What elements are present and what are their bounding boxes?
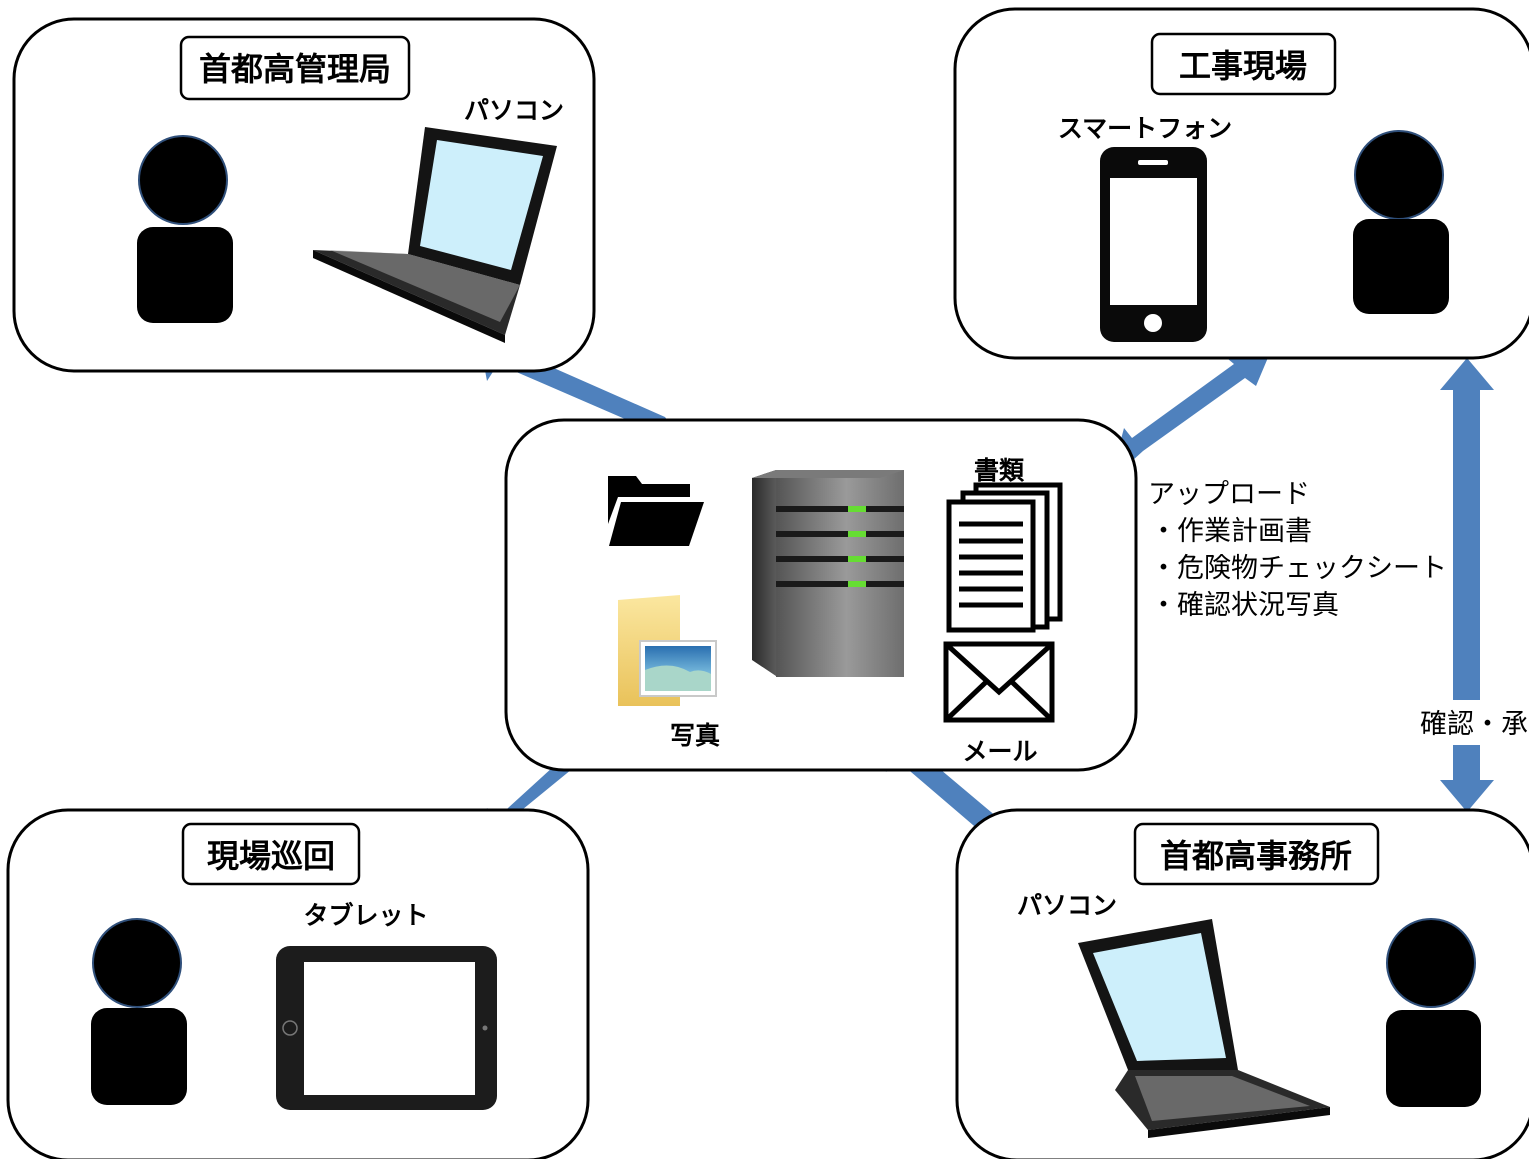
arrow-site-office-approval — [1440, 358, 1494, 812]
admin-title: 首都高管理局 — [199, 50, 391, 88]
arrow-site-server — [1110, 341, 1275, 481]
laptop-icon — [313, 127, 557, 343]
mail-label: メール — [962, 737, 1037, 766]
mail-icon — [943, 641, 1055, 723]
panel-server: 書類 写真 メール — [504, 418, 1138, 772]
panel-site-patrol: 現場巡回 タブレット — [6, 808, 590, 1159]
person-icon — [137, 135, 233, 323]
admin-title-box — [179, 35, 411, 101]
photo-label: 写真 — [670, 721, 720, 750]
office-device-label: パソコン — [1017, 891, 1117, 920]
upload-item: ・危険物チェックシート — [1150, 553, 1447, 584]
photo-folder-icon — [618, 595, 717, 706]
upload-item: ・確認状況写真 — [1150, 590, 1339, 621]
person-icon — [1386, 918, 1481, 1107]
approval-label: 確認・承 — [1420, 709, 1528, 740]
tablet-icon — [276, 946, 497, 1110]
upload-heading: アップロード — [1148, 479, 1310, 510]
site-title: 工事現場 — [1179, 47, 1307, 85]
person-icon — [91, 918, 187, 1105]
upload-note: アップロード ・作業計画書 ・危険物チェックシート ・確認状況写真 — [1148, 479, 1447, 621]
patrol-title-box — [181, 822, 361, 886]
patrol-device-label: タブレット — [303, 901, 428, 930]
panel-construction-site: 工事現場 スマートフォン — [953, 7, 1529, 360]
documents-icon — [946, 482, 1063, 633]
office-title-box — [1133, 822, 1380, 886]
office-title: 首都高事務所 — [1160, 837, 1352, 875]
server-icon — [752, 470, 904, 677]
admin-device-label: パソコン — [464, 96, 564, 125]
panel-admin-bureau: 首都高管理局 パソコン — [12, 17, 596, 373]
documents-label: 書類 — [974, 456, 1025, 485]
laptop-icon — [1078, 919, 1330, 1138]
patrol-title: 現場巡回 — [207, 837, 335, 875]
upload-item: ・作業計画書 — [1150, 516, 1312, 547]
site-device-label: スマートフォン — [1058, 114, 1232, 143]
person-icon — [1353, 130, 1449, 314]
site-title-box — [1150, 32, 1337, 96]
panel-office: 首都高事務所 パソコン — [955, 808, 1529, 1159]
smartphone-icon — [1100, 147, 1207, 342]
folder-icon — [608, 476, 704, 546]
